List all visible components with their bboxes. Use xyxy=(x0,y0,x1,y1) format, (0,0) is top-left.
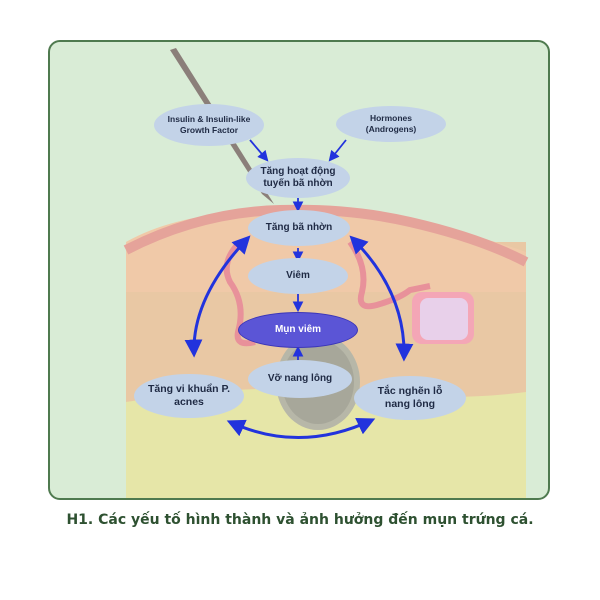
hormones-node: Hormones (Androgens) xyxy=(336,106,446,142)
arrow-bacteria-blockage xyxy=(226,418,376,439)
arrow-sebum-bacteria xyxy=(184,235,251,358)
pore-blockage-node: Tắc nghẽn lỗ nang lông xyxy=(354,376,466,420)
skin-surface xyxy=(123,204,529,267)
arrow-sebum-blockage xyxy=(349,235,414,362)
inflammation-node: Viêm xyxy=(248,258,348,294)
arrow-hormones-to-activity xyxy=(328,139,347,162)
arrow-insulin-to-activity xyxy=(249,139,269,162)
insulin-node: Insulin & Insulin-like Growth Factor xyxy=(154,104,264,146)
inflamed-acne-node: Mụn viêm xyxy=(238,312,358,348)
follicle-rupture-node: Vỡ nang lông xyxy=(248,360,352,398)
figure-caption: H1. Các yếu tố hình thành và ảnh hưởng đ… xyxy=(66,512,534,528)
sebum-increase-node: Tăng bã nhờn xyxy=(248,210,350,246)
diagram-frame: Insulin & Insulin-like Growth Factor Hor… xyxy=(48,40,550,500)
sebaceous-gland xyxy=(420,298,468,340)
sebaceous-activity-node: Tăng hoạt động tuyến bã nhờn xyxy=(246,158,350,198)
bacteria-increase-node: Tăng vi khuẩn P. acnes xyxy=(134,374,244,418)
